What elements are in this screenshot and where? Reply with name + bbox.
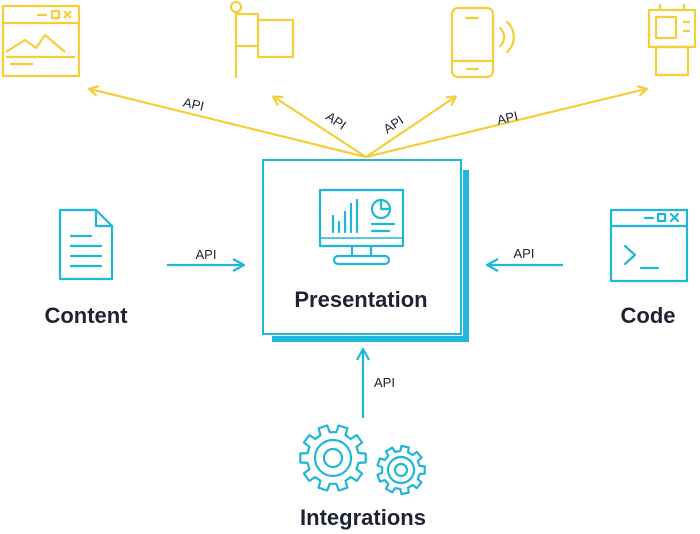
mobile-phone-icon	[450, 6, 515, 79]
arrow-to-watch	[365, 84, 649, 159]
integrations-label: Integrations	[300, 505, 426, 530]
presentation-box	[262, 159, 469, 342]
browser-window-icon	[1, 4, 81, 78]
kiosk-flag-icon	[229, 0, 295, 78]
gears-icon	[299, 424, 426, 496]
terminal-window-icon	[609, 208, 689, 283]
arrow-to-mobile	[365, 95, 457, 158]
api-label-web: API	[182, 95, 206, 114]
api-label-code: API	[514, 246, 535, 261]
api-label-content: API	[196, 247, 217, 262]
monitor-dashboard-icon	[318, 188, 405, 266]
document-icon	[58, 208, 114, 281]
api-label-integrations: API	[374, 375, 395, 390]
presentation-label: Presentation	[294, 287, 427, 312]
arrow-to-kiosk	[272, 95, 367, 158]
presentation-box-shadow	[272, 170, 469, 342]
api-label-kiosk: API	[323, 109, 349, 133]
api-label-watch: API	[496, 108, 520, 127]
code-label: Code	[621, 303, 676, 328]
channel-arrows	[87, 84, 649, 159]
arrow-to-web	[87, 84, 367, 159]
smartwatch-icon	[647, 4, 697, 77]
content-label: Content	[44, 303, 128, 328]
